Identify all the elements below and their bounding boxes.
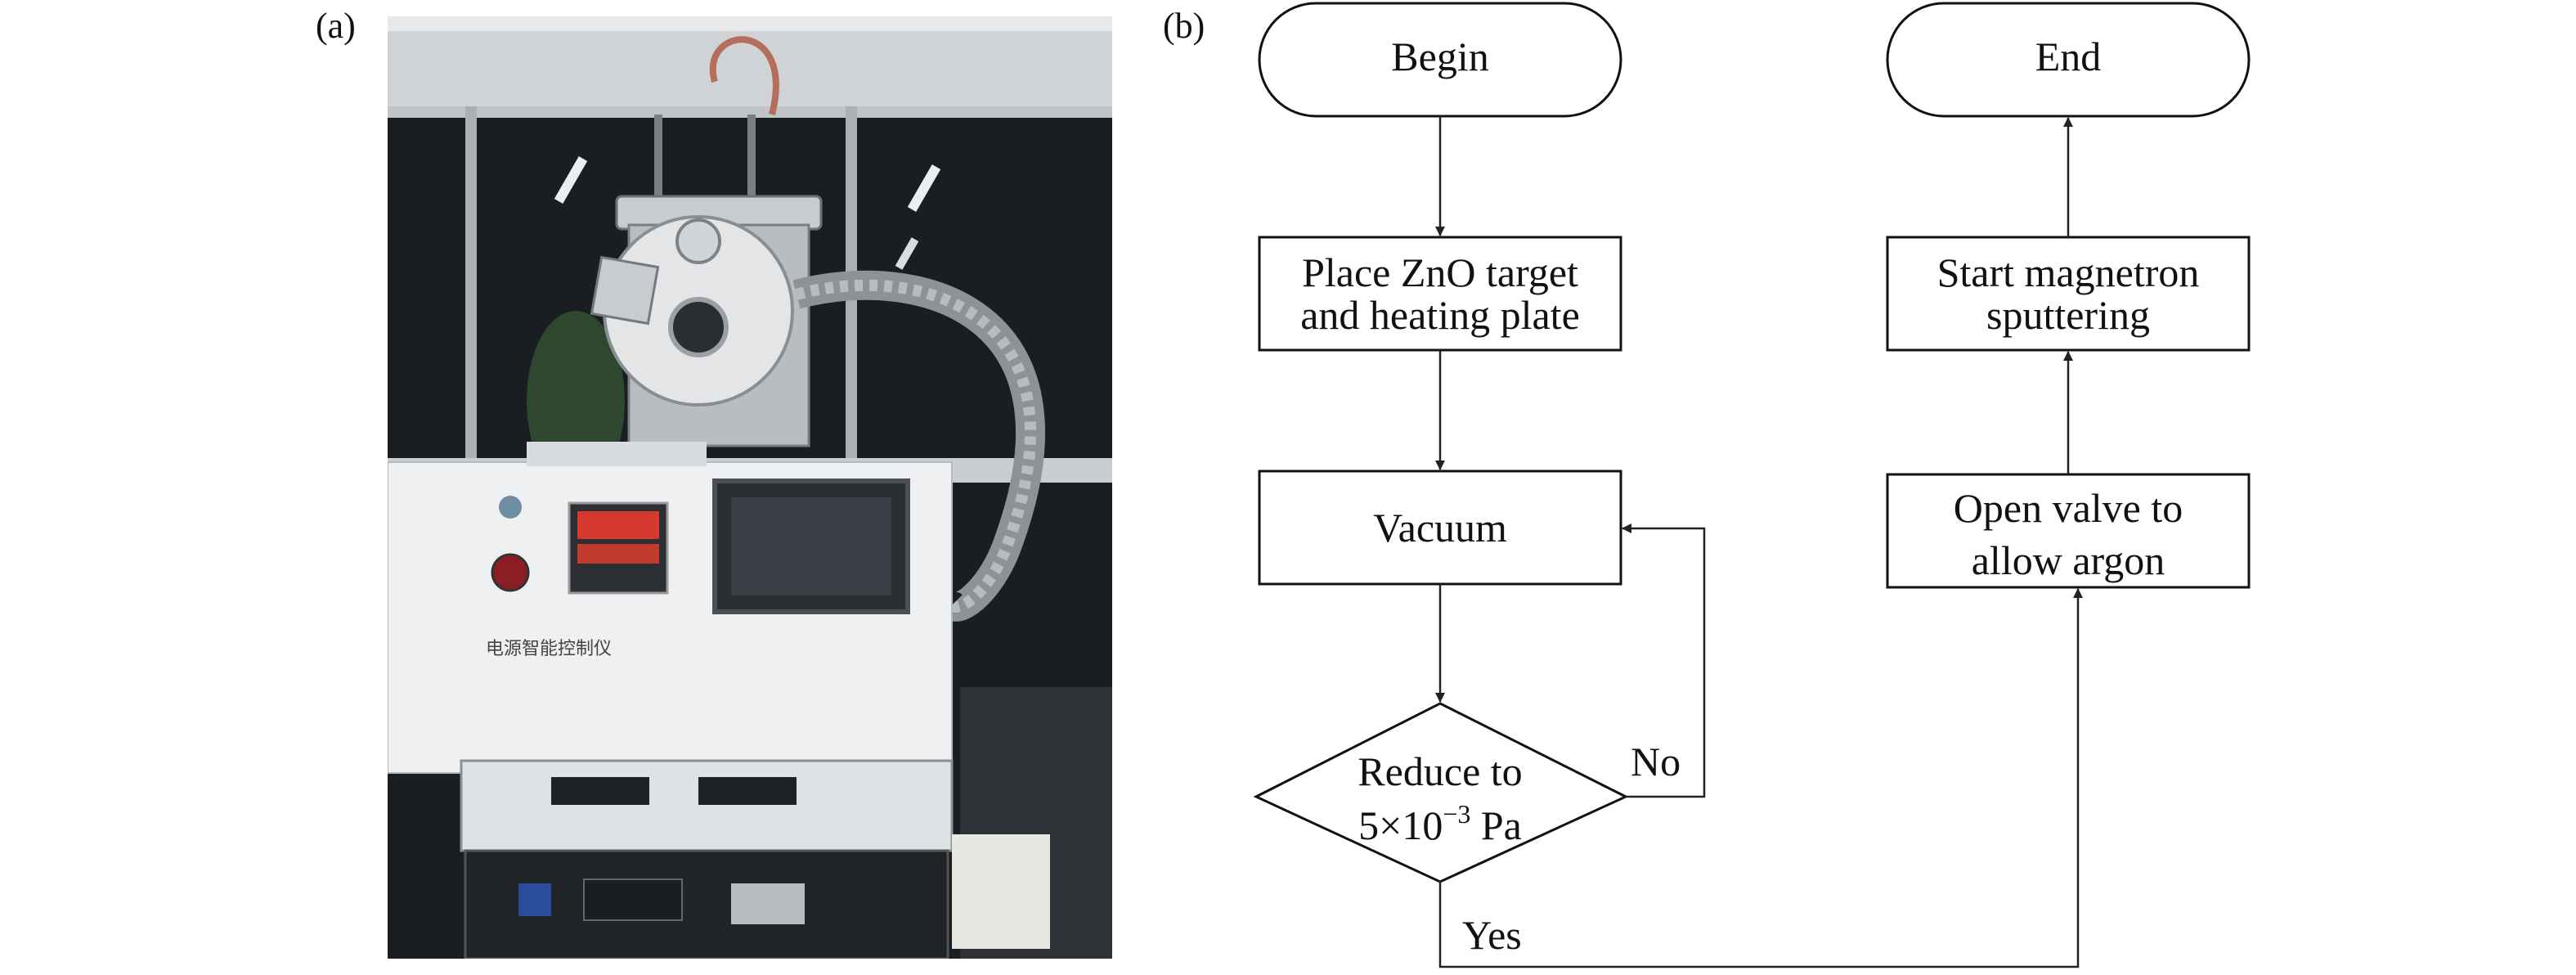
no-label: No (1631, 739, 1681, 784)
open-valve-line2: allow argon (1972, 537, 2165, 583)
place-target-line1: Place ZnO target (1302, 249, 1578, 295)
exponent: −3 (1443, 799, 1470, 829)
equipment-photo: 电源智能控制仪 (388, 16, 1112, 959)
vacuum-box (1258, 470, 1622, 586)
place-target-line2: and heating plate (1300, 292, 1580, 338)
open-valve-line1: Open valve to (1954, 485, 2183, 531)
decision-line1: Reduce to (1358, 748, 1522, 794)
begin-label: Begin (1391, 34, 1488, 79)
end-terminator (1886, 2, 2251, 118)
start-sputtering-box (1886, 236, 2251, 352)
start-sputtering-line1: Start magnetron (1937, 249, 2200, 295)
cabinet-label-text: 电源智能控制仪 (486, 639, 612, 659)
panel-label-b: (b) (1163, 6, 1205, 46)
yes-label: Yes (1462, 912, 1522, 958)
vacuum-label: Vacuum (1373, 505, 1507, 550)
start-sputtering-line2: sputtering (1986, 292, 2150, 338)
decision-line2: 5×10−3 Pa (1358, 799, 1522, 848)
arrow-no-loop (1622, 523, 1706, 798)
end-label: End (2035, 34, 2102, 79)
open-valve-box (1886, 473, 2251, 589)
panel-label-a: (a) (316, 6, 356, 46)
arrow-yes-path (1438, 588, 2083, 968)
